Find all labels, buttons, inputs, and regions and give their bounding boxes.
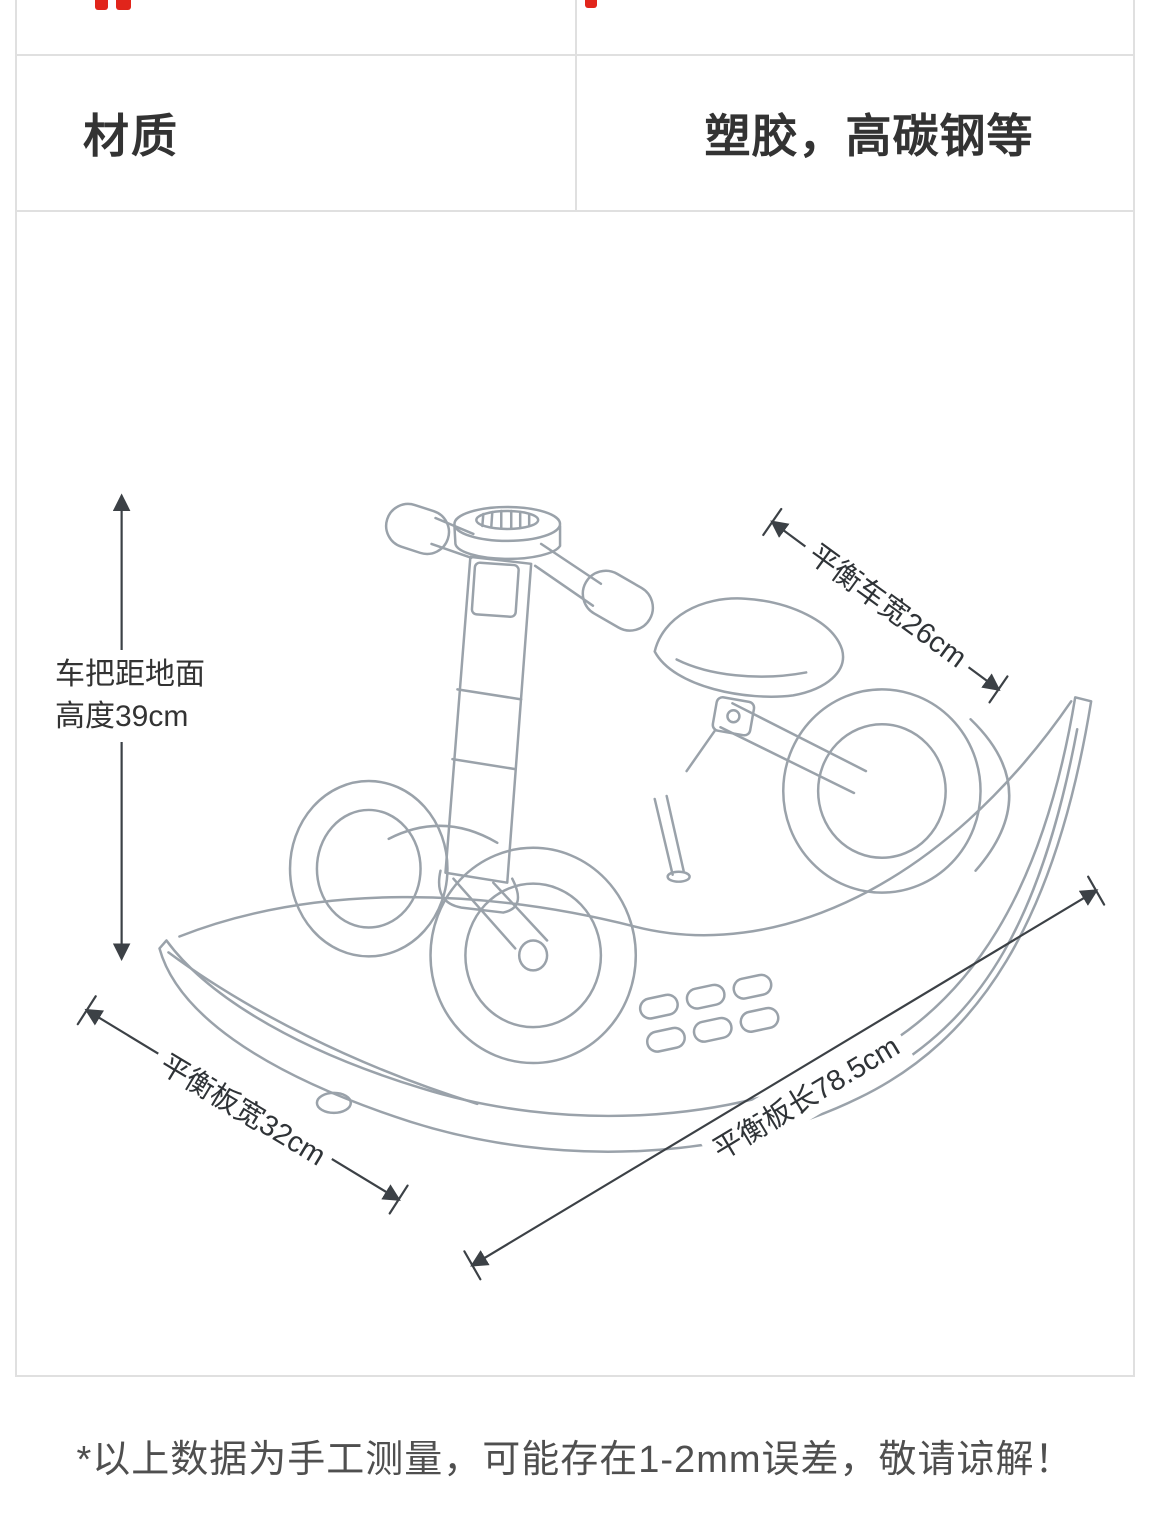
- table-column-divider: [575, 0, 577, 54]
- table-row-material: 材质 塑胶，高碳钢等: [17, 56, 1133, 212]
- handlebar-height-line1: 车把距地面: [55, 658, 205, 691]
- bike-art: [158, 502, 1093, 1153]
- bike-line-drawing: [76, 493, 1106, 1281]
- handlebar-height-label: 车把距地面 高度39cm: [53, 650, 207, 742]
- cutoff-red-text-fragment: [95, 0, 108, 10]
- cutoff-red-text-fragment: [585, 0, 597, 8]
- table-row-cutoff: [17, 0, 1133, 56]
- spec-table-frame: 材质 塑胶，高碳钢等: [15, 0, 1135, 1377]
- material-value: 塑胶，高碳钢等: [704, 110, 1034, 162]
- material-label: 材质: [83, 110, 179, 162]
- measurement-disclaimer: *以上数据为手工测量，可能存在1-2mm误差，敬请谅解！: [76, 1438, 1074, 1481]
- dimension-lines: [76, 493, 1106, 1281]
- dimension-diagram: 车把距地面 高度39cm 平衡车宽26cm 平衡板宽32cm 平衡板长78.5c…: [17, 212, 1133, 1375]
- board-slot-grid: [638, 973, 780, 1053]
- table-column-divider: [575, 56, 577, 210]
- cutoff-red-text-fragment: [116, 0, 131, 10]
- handlebar-height-line2: 高度39cm: [55, 700, 189, 733]
